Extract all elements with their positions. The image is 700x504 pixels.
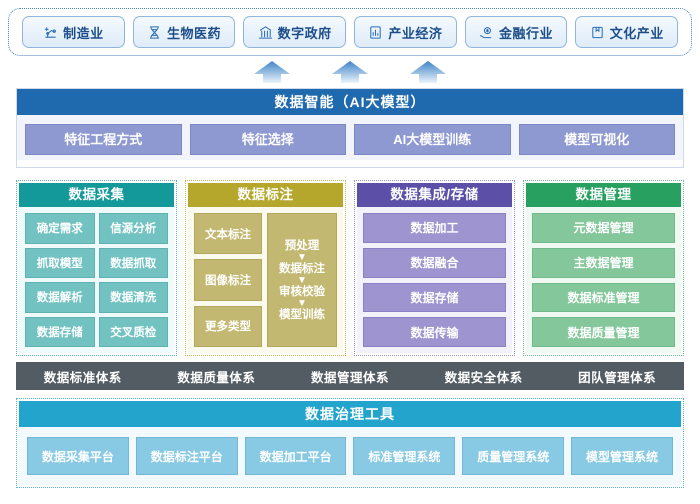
industry-label: 制造业 [63,25,104,41]
collection-item[interactable]: 交叉质检 [98,316,168,347]
industry-label: 金融行业 [499,25,554,41]
ai-item-model-visualization[interactable]: 模型可视化 [518,124,675,155]
collection-item[interactable]: 确定需求 [25,213,95,244]
column-data-annotation: 数据标注 文本标注 图像标注 更多类型 预处理 ▼ 数据标注 ▼ 审核校验 ▼ … [185,180,346,356]
industry-card-manufacturing[interactable]: 制造业 [22,16,125,48]
collection-item[interactable]: 信源分析 [98,213,168,244]
management-item[interactable]: 元数据管理 [532,213,675,243]
collection-item[interactable]: 数据清洗 [98,282,168,313]
industry-label: 产业经济 [388,25,443,41]
ai-item-model-training[interactable]: AI大模型训练 [354,124,511,155]
collection-item[interactable]: 抓取模型 [25,247,95,278]
coin-hand-icon [479,25,494,40]
column-body: 元数据管理 主数据管理 数据标准管理 数据质量管理 [526,207,681,353]
column-body: 确定需求 信源分析 抓取模型 数据抓取 数据解析 数据清洗 数据存储 交叉质检 [19,207,174,353]
industry-applications-row: 制造业 生物医药 数字政府 产业经济 金融行业 [8,8,692,56]
flow-step-annotate[interactable]: 数据标注 [279,262,325,275]
industry-card-digital-government[interactable]: 数字政府 [243,16,347,48]
government-building-icon [258,25,273,40]
column-body: 数据加工 数据融合 数据存储 数据传输 [357,207,512,353]
governance-systems-bar: 数据标准体系 数据质量体系 数据管理体系 数据安全体系 团队管理体系 [16,362,684,390]
column-data-collection: 数据采集 确定需求 信源分析 抓取模型 数据抓取 数据解析 数据清洗 数据存储 … [16,180,177,356]
collection-item[interactable]: 数据抓取 [98,247,168,278]
tools-row: 数据采集平台 数据标注平台 数据加工平台 标准管理系统 质量管理系统 模型管理系… [19,427,681,485]
industry-card-culture[interactable]: 文化产业 [575,16,679,48]
management-item[interactable]: 数据标准管理 [532,282,675,313]
annotation-flow: 预处理 ▼ 数据标注 ▼ 审核校验 ▼ 模型训练 [267,213,337,347]
flow-step-review[interactable]: 审核校验 [279,285,325,298]
integration-item[interactable]: 数据加工 [363,213,506,243]
ai-layer-items: 特征工程方式 特征选择 AI大模型训练 模型可视化 [17,115,683,160]
annotation-type-text[interactable]: 文本标注 [194,213,262,255]
collection-item[interactable]: 数据解析 [25,282,95,313]
ai-item-feature-engineering[interactable]: 特征工程方式 [25,124,182,155]
capability-columns: 数据采集 确定需求 信源分析 抓取模型 数据抓取 数据解析 数据清洗 数据存储 … [16,180,684,356]
system-data-management[interactable]: 数据管理体系 [310,370,389,385]
system-data-security[interactable]: 数据安全体系 [444,370,523,385]
system-data-quality[interactable]: 数据质量体系 [177,370,256,385]
book-icon [590,25,605,40]
dna-helix-icon [147,25,162,40]
system-data-standard[interactable]: 数据标准体系 [43,370,122,385]
annotation-type-more[interactable]: 更多类型 [194,305,262,347]
column-data-management: 数据管理 元数据管理 主数据管理 数据标准管理 数据质量管理 [523,180,684,356]
integration-item[interactable]: 数据传输 [363,317,506,347]
ai-layer-title: 数据智能（AI大模型） [17,89,683,115]
upward-flow-arrows [0,60,700,86]
flow-step-model-training[interactable]: 模型训练 [279,308,325,321]
up-arrow-icon [252,60,292,86]
data-governance-tools: 数据治理工具 数据采集平台 数据标注平台 数据加工平台 标准管理系统 质量管理系… [16,398,684,488]
management-item[interactable]: 主数据管理 [532,247,675,278]
industry-card-finance[interactable]: 金融行业 [464,16,568,48]
tool-standard-management-system[interactable]: 标准管理系统 [353,437,456,475]
annotation-type-image[interactable]: 图像标注 [194,259,262,301]
system-team-management[interactable]: 团队管理体系 [578,370,657,385]
ai-item-feature-selection[interactable]: 特征选择 [189,124,346,155]
column-title: 数据标注 [188,183,343,207]
annotation-types: 文本标注 图像标注 更多类型 [194,213,262,347]
column-data-integration-storage: 数据集成/存储 数据加工 数据融合 数据存储 数据传输 [354,180,515,356]
industry-label: 数字政府 [277,25,332,41]
robot-arm-icon [43,25,58,40]
column-title: 数据管理 [526,183,681,207]
industry-label: 文化产业 [609,25,664,41]
down-arrow-icon: ▼ [297,251,307,263]
tools-title: 数据治理工具 [19,401,681,427]
industry-label: 生物医药 [167,25,222,41]
integration-item[interactable]: 数据融合 [363,247,506,278]
tool-processing-platform[interactable]: 数据加工平台 [244,437,347,475]
industry-card-biomedicine[interactable]: 生物医药 [132,16,236,48]
tool-annotation-platform[interactable]: 数据标注平台 [135,437,238,475]
collection-item[interactable]: 数据存储 [25,316,95,347]
ai-intelligence-layer: 数据智能（AI大模型） 特征工程方式 特征选择 AI大模型训练 模型可视化 [16,88,684,168]
management-item[interactable]: 数据质量管理 [532,317,675,347]
tool-collection-platform[interactable]: 数据采集平台 [27,437,129,475]
column-body: 文本标注 图像标注 更多类型 预处理 ▼ 数据标注 ▼ 审核校验 ▼ 模型训练 [188,207,343,353]
chart-document-icon [368,25,383,40]
up-arrow-icon [408,60,448,86]
column-title: 数据采集 [19,183,174,207]
down-arrow-icon: ▼ [297,297,307,309]
integration-item[interactable]: 数据存储 [363,282,506,313]
tool-quality-management-system[interactable]: 质量管理系统 [462,437,565,475]
flow-step-preprocess[interactable]: 预处理 [284,239,320,252]
down-arrow-icon: ▼ [297,274,307,286]
up-arrow-icon [330,60,370,86]
column-title: 数据集成/存储 [357,183,512,207]
industry-card-industrial-economy[interactable]: 产业经济 [354,16,457,48]
tool-model-management-system[interactable]: 模型管理系统 [571,437,673,475]
